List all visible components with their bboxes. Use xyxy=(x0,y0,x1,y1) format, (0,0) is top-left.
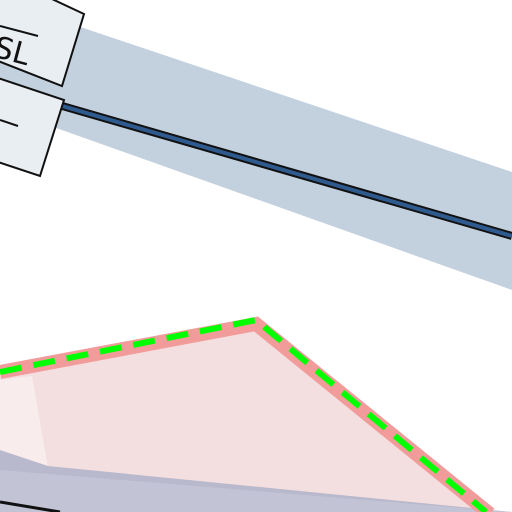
label-box-lower[interactable] xyxy=(0,72,66,178)
zone-light-strip xyxy=(0,376,48,468)
lower-band-overlay xyxy=(0,470,512,512)
road-buffer-band xyxy=(0,0,512,290)
label-box-lower-leader xyxy=(0,119,19,127)
zone-boundary-dashed[interactable] xyxy=(0,316,488,512)
lower-road-line xyxy=(0,500,61,512)
label-box-upper[interactable]: SL xyxy=(0,0,86,88)
label-box-upper-frame xyxy=(0,0,86,88)
label-box-upper-leader xyxy=(0,25,39,37)
zone-polygon[interactable] xyxy=(0,322,490,512)
road-line[interactable] xyxy=(0,86,512,238)
label-box-lower-frame xyxy=(0,77,66,178)
